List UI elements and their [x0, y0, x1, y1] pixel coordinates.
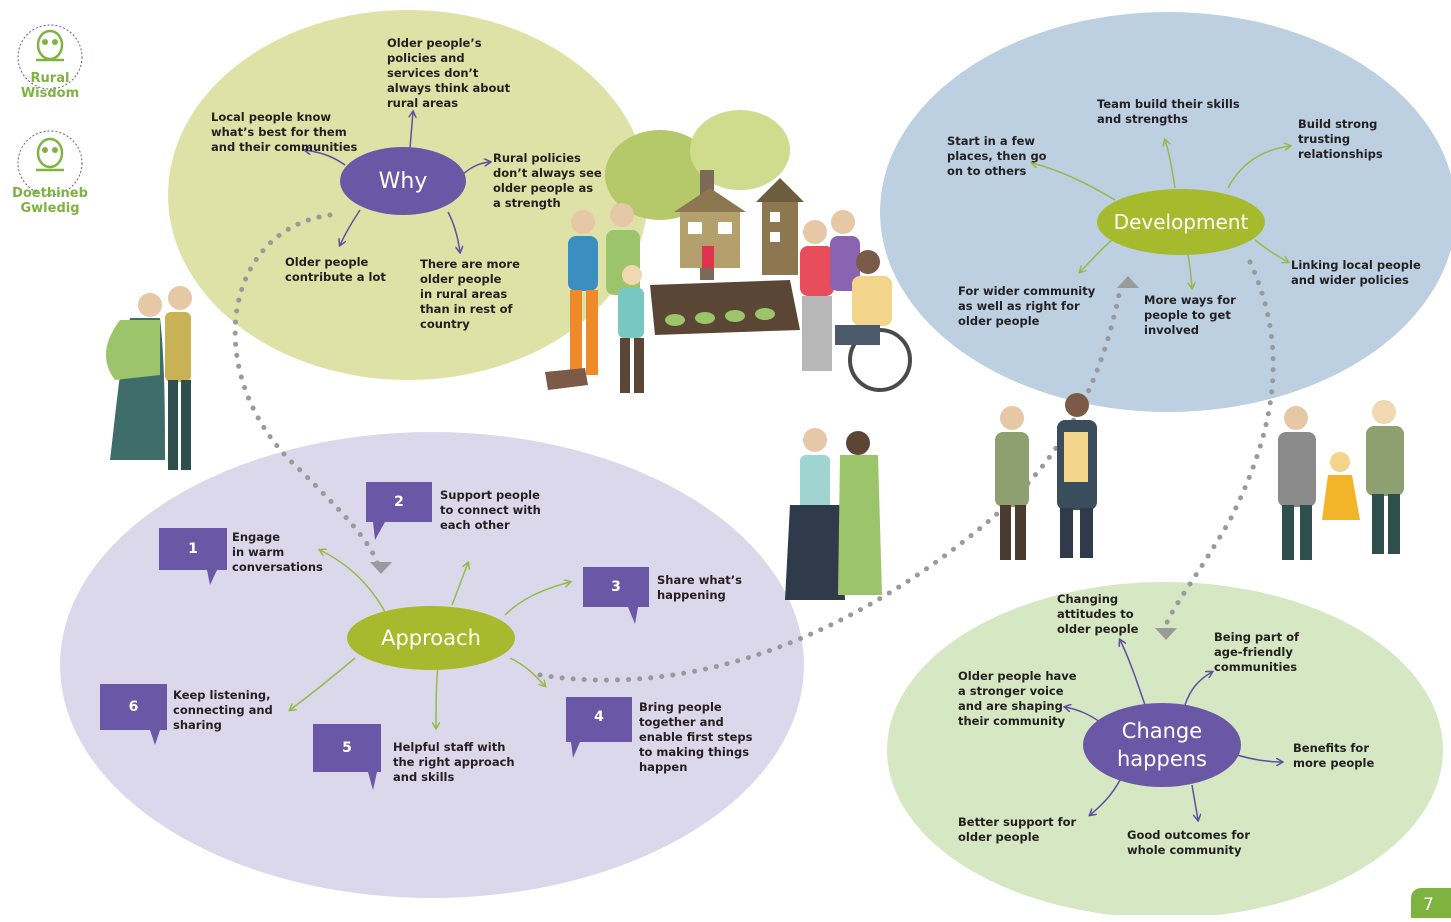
step-text-3: Share what’s happening [657, 573, 742, 602]
flow-arrowhead-approach [370, 562, 392, 574]
change-item-stronger-voice: Older people have a stronger voice and a… [958, 669, 1077, 728]
why-item-rural-policies: Rural policies don’t always see older pe… [493, 151, 602, 210]
approach-arrows [290, 550, 570, 728]
development-item-wider-community: For wider community as well as right for… [958, 284, 1096, 328]
step-bubbles [100, 482, 649, 790]
change-item-attitudes: Changing attitudes to older people [1057, 592, 1139, 636]
change-hub: Change happens [1083, 703, 1241, 787]
step-text-5: Helpful staff with the right approach an… [393, 740, 515, 784]
development-arrows [1032, 140, 1290, 288]
development-hub: Development [1097, 189, 1265, 255]
rural-wisdom-logo-text: Rural Wisdom [20, 71, 80, 101]
why-item-local-people: Local people know what’s best for them a… [211, 110, 358, 154]
dotted-flow-lines [232, 212, 1276, 683]
why-item-contribute: Older people contribute a lot [285, 255, 386, 284]
step-text-4: Bring people together and enable first s… [639, 700, 753, 774]
why-item-policies: Older people’s policies and services don… [387, 36, 511, 110]
development-item-linking: Linking local people and wider policies [1291, 258, 1421, 287]
development-item-few-places: Start in a few places, then go on to oth… [947, 134, 1047, 178]
step-number-3: 3 [611, 579, 621, 595]
step-number-6: 6 [128, 699, 139, 715]
development-item-team-skills: Team build their skills and strengths [1097, 97, 1240, 126]
flow-arrowhead-change [1155, 628, 1177, 640]
step-number-5: 5 [342, 740, 352, 756]
change-item-age-friendly: Being part of age-friendly communities [1214, 630, 1299, 674]
why-item-more-older: There are more older people in rural are… [420, 257, 520, 331]
development-item-trusting: Build strong trusting relationships [1298, 117, 1383, 161]
change-arrows [1065, 640, 1282, 820]
step-bubble-6 [100, 684, 167, 745]
step-bubble-1 [159, 528, 227, 585]
step-bubble-3 [583, 567, 649, 624]
doethineb-gwledig-logo-text: Doethineb Gwledig [12, 186, 88, 216]
approach-hub: Approach [347, 606, 515, 670]
change-item-better-support: Better support for older people [958, 815, 1077, 844]
step-text-1: Engage in warm conversations [232, 530, 323, 574]
community-scene-illustration [105, 110, 1404, 600]
step-number-1: 1 [188, 541, 198, 557]
step-text-6: Keep listening, connecting and sharing [173, 688, 273, 732]
step-bubble-2 [366, 482, 432, 540]
step-bubble-5 [313, 724, 381, 790]
doethineb-gwledig-logo-mark [17, 130, 83, 196]
change-item-benefits: Benefits for more people [1293, 741, 1375, 770]
development-item-more-ways: More ways for people to get involved [1144, 293, 1236, 337]
rural-wisdom-logo-mark [17, 24, 83, 90]
step-number-4: 4 [594, 709, 604, 725]
flow-arrowhead-development [1117, 276, 1139, 288]
step-bubble-4 [566, 697, 632, 758]
why-hub: Why [340, 147, 466, 215]
step-text-2: Support people to connect with each othe… [440, 488, 541, 532]
change-item-good-outcomes: Good outcomes for whole community [1127, 828, 1250, 857]
step-number-2: 2 [394, 494, 404, 510]
page-number-tab: 7 [1411, 888, 1451, 918]
